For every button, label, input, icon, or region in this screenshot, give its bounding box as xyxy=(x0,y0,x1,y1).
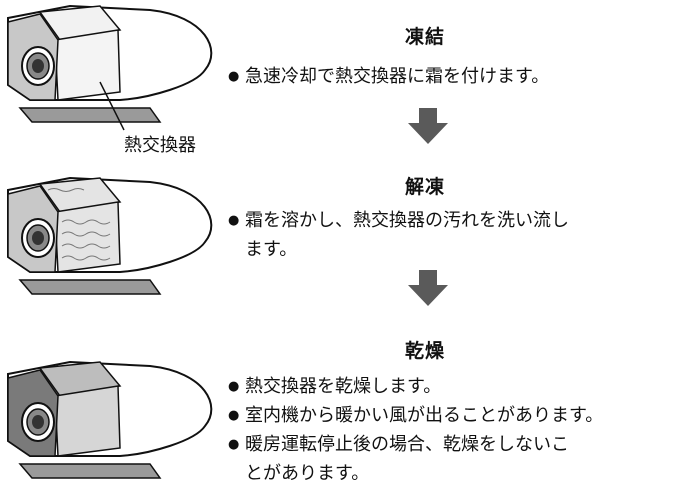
bullet-item: 熱交換器を乾燥します。 xyxy=(228,372,678,401)
down-arrow-icon xyxy=(408,108,448,144)
ac-unit-dry-illustration xyxy=(0,356,230,491)
step-bullets-dry: 熱交換器を乾燥します。 室内機から暖かい風が出ることがあります。 暖房運転停止後… xyxy=(228,372,678,488)
down-arrow-icon xyxy=(408,270,448,306)
step-title-freeze: 凍結 xyxy=(405,26,446,48)
ac-unit-freeze-illustration xyxy=(0,0,230,135)
bullet-item: 霜を溶かし、熱交換器の汚れを洗い流し xyxy=(228,206,678,235)
bullet-item: 急速冷却で熱交換器に霜を付けます。 xyxy=(228,62,678,91)
step-title-thaw: 解凍 xyxy=(405,176,446,198)
bullet-continuation: ます。 xyxy=(245,239,298,260)
bullet-continuation: とがあります。 xyxy=(245,463,370,484)
bullet-item: 暖房運転停止後の場合、乾燥をしないこ xyxy=(228,430,678,459)
step-bullets-thaw: 霜を溶かし、熱交換器の汚れを洗い流し ます。 xyxy=(228,206,678,264)
bullet-item: 室内機から暖かい風が出ることがあります。 xyxy=(228,401,678,430)
heat-exchanger-callout-label: 熱交換器 xyxy=(124,135,196,156)
step-bullets-freeze: 急速冷却で熱交換器に霜を付けます。 xyxy=(228,62,678,91)
ac-unit-thaw-illustration xyxy=(0,172,230,307)
step-title-dry: 乾燥 xyxy=(405,340,446,362)
